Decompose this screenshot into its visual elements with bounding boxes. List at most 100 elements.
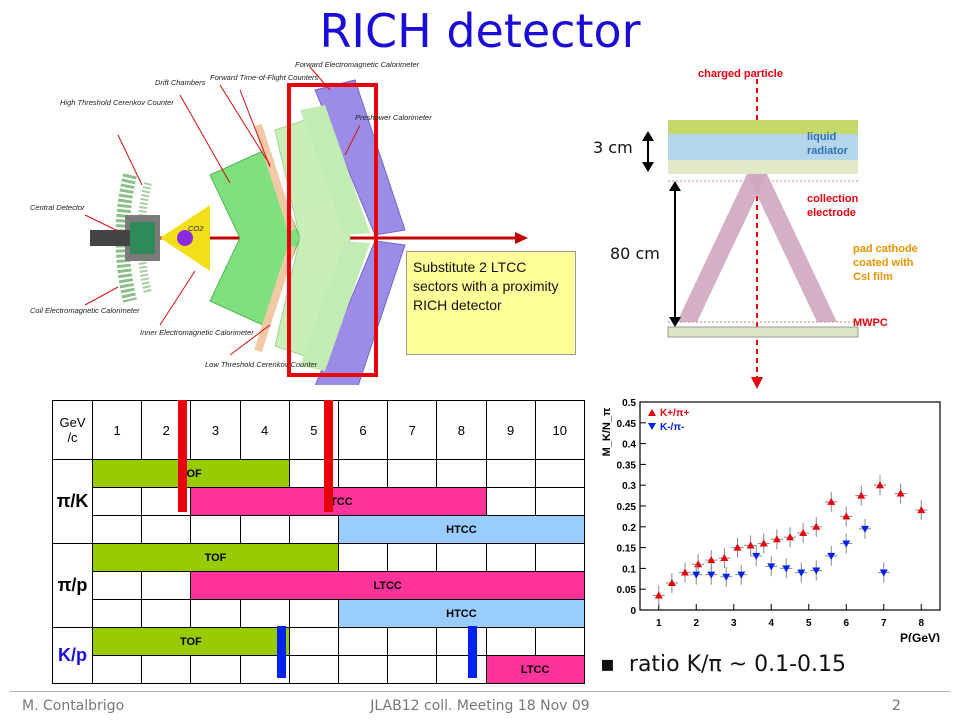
empty-cell (387, 543, 438, 572)
empty-cell (239, 599, 290, 628)
y-tick-label: 0.1 (622, 564, 636, 575)
kplus-point (827, 497, 836, 505)
ltcc-range-bar: LTCC (485, 655, 585, 684)
empty-cell (436, 655, 487, 684)
empty-cell (288, 655, 339, 684)
particle-pair-label: π/K (52, 459, 93, 544)
x-tick-label: 3 (731, 618, 737, 629)
empty-cell (91, 487, 143, 516)
ltcc-range-bar: LTCC (190, 571, 585, 600)
label-liquid-radiator-line2: radiator (807, 145, 849, 157)
high-threshold-cerenkov-shape (115, 173, 152, 303)
ltcc-range-bar: LTCC (190, 487, 487, 516)
empty-cell (190, 515, 241, 544)
footer-divider (10, 691, 950, 692)
label-pad-cathode-line2: coated with (853, 257, 914, 269)
label-pad-cathode-line1: pad cathode (853, 243, 918, 255)
y-tick-label: 0.4 (622, 440, 636, 451)
y-tick-label: 0.5 (622, 398, 636, 409)
kminus-point (737, 571, 746, 579)
footer-page-number: 2 (892, 698, 901, 714)
slide-title: RICH detector (319, 4, 641, 58)
empty-cell (91, 515, 143, 544)
target-shape (177, 230, 193, 246)
x-tick-label: 6 (843, 618, 849, 629)
kminus-point (827, 552, 836, 560)
momentum-header: 10 (534, 400, 585, 460)
kplus-point (857, 491, 866, 499)
empty-cell (387, 655, 438, 684)
label-liquid-radiator-line1: liquid (807, 131, 836, 143)
y-tick-label: 0.05 (617, 585, 637, 596)
label-forward-tof: Forward Time-of-Flight Counters (210, 73, 319, 82)
tof-range-bar: TOF (92, 459, 290, 488)
x-tick-label: 4 (768, 618, 774, 629)
empty-cell (534, 627, 585, 656)
empty-cell (436, 627, 487, 656)
x-tick-label: 7 (881, 618, 887, 629)
dimension-80cm: 80 cm (610, 244, 660, 263)
empty-cell (387, 459, 438, 488)
y-axis-label: M_K/N_π (601, 407, 613, 456)
empty-cell (288, 515, 339, 544)
kminus-point (861, 525, 869, 533)
label-co2: CO2 (188, 224, 204, 233)
kplus-point (842, 512, 851, 520)
momentum-header: 1 (91, 400, 143, 460)
momentum-header: 4 (239, 400, 290, 460)
footer-event: JLAB12 coll. Meeting 18 Nov 09 (370, 698, 590, 714)
x-tick-label: 8 (918, 618, 924, 629)
preshower-upper (300, 105, 370, 235)
empty-cell (288, 627, 339, 656)
label-high-threshold-cerenkov: High Threshold Cerenkov Counter (60, 98, 174, 107)
legend-marker (648, 409, 656, 416)
kminus-point (879, 569, 888, 577)
kminus-point (842, 540, 851, 548)
legend-label: K-/π- (660, 422, 684, 433)
kminus-point (692, 571, 701, 579)
empty-cell (91, 599, 143, 628)
tof-range-bar: TOF (92, 543, 339, 572)
label-pad-cathode-line3: CsI film (853, 271, 893, 283)
y-tick-label: 0.45 (617, 419, 637, 430)
pi-k-range-marker-low (178, 400, 187, 512)
ratio-bullet: ▪ ratio K/π ~ 0.1-0.15 (600, 652, 847, 677)
kminus-point (722, 573, 731, 581)
y-tick-label: 0.3 (622, 481, 636, 492)
empty-cell (485, 543, 536, 572)
radiator-bottom-layer (668, 160, 858, 174)
label-forward-ec: Forward Electromagnetic Calorimeter (295, 60, 420, 69)
kplus-point (654, 591, 663, 599)
kminus-point (752, 552, 761, 560)
label-coil-calorimeter: Coil Electromagnetic Calorimeter (30, 306, 140, 315)
momentum-header: 7 (387, 400, 438, 460)
k-p-range-marker-high (468, 626, 477, 678)
label-collection-electrode-line1: collection (807, 193, 859, 205)
kminus-point (812, 567, 821, 575)
empty-cell (485, 627, 536, 656)
empty-cell (337, 459, 389, 488)
kplus-point (667, 578, 676, 586)
clas12-detector-diagram: High Threshold Cerenkov Counter Drift Ch… (30, 60, 528, 385)
y-tick-label: 0.35 (617, 460, 637, 471)
empty-cell (91, 655, 143, 684)
x-tick-label: 1 (656, 618, 662, 629)
rich-scheme-diagram: charged particle liquid radiator collect… (642, 68, 918, 389)
x-axis-label: P(GeV) (900, 631, 940, 642)
x-tick-label: 5 (806, 618, 812, 629)
htcc-range-bar: HTCC (337, 599, 585, 628)
y-tick-label: 0.25 (617, 502, 637, 513)
forward-calorimeter-lower (314, 240, 406, 385)
particle-arrow-head (751, 377, 763, 389)
empty-cell (141, 571, 192, 600)
particle-pair-label: π/p (52, 543, 93, 628)
kplus-point (772, 535, 781, 543)
label-inner-calorimeter: Inner Electromagnetic Calorimeter (140, 328, 254, 337)
legend-label: K+/π+ (660, 408, 689, 419)
x-tick-label: 2 (693, 618, 699, 629)
tof-bar-lower (254, 244, 296, 353)
label-mwpc: MWPC (853, 317, 888, 329)
empty-cell (239, 515, 290, 544)
